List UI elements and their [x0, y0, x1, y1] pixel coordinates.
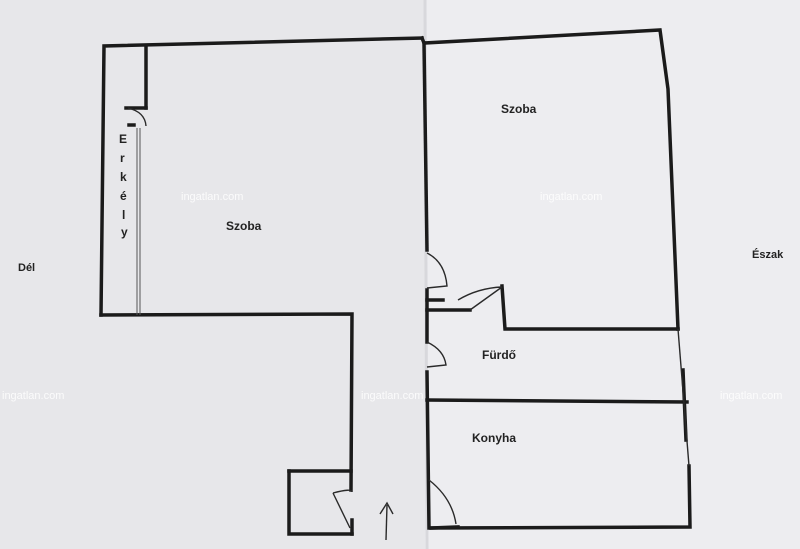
bathroom-door	[457, 286, 503, 311]
room-label-erkely: E r k é l y	[119, 132, 128, 239]
svg-text:é: é	[120, 189, 127, 203]
walls-right	[419, 28, 692, 530]
watermark: ingatlan.com	[361, 390, 423, 402]
kitchen-door	[428, 479, 457, 525]
room-label-furdo: Fürdő	[482, 348, 516, 362]
watermark: ingatlan.com	[181, 191, 243, 203]
arrow-up-icon	[379, 501, 394, 541]
svg-text:k: k	[120, 170, 127, 184]
svg-text:E: E	[119, 132, 127, 146]
room-label-szoba-right: Szoba	[501, 102, 537, 116]
balcony-door	[127, 107, 147, 127]
watermark: ingatlan.com	[540, 191, 602, 203]
direction-north: Észak	[752, 248, 784, 261]
paper-right	[425, 0, 800, 549]
walls-left	[99, 36, 424, 536]
corridor-door	[426, 341, 447, 368]
direction-south: Dél	[18, 262, 35, 274]
room-label-konyha: Konyha	[472, 431, 516, 445]
watermark: ingatlan.com	[720, 390, 782, 402]
watermark: ingatlan.com	[2, 390, 64, 402]
room-label-szoba-left: Szoba	[226, 219, 262, 233]
svg-text:r: r	[120, 151, 125, 165]
svg-text:l: l	[122, 208, 125, 222]
svg-text:y: y	[121, 225, 128, 239]
paper-left	[0, 0, 425, 549]
room-door	[426, 252, 448, 289]
storage-door	[332, 489, 353, 529]
